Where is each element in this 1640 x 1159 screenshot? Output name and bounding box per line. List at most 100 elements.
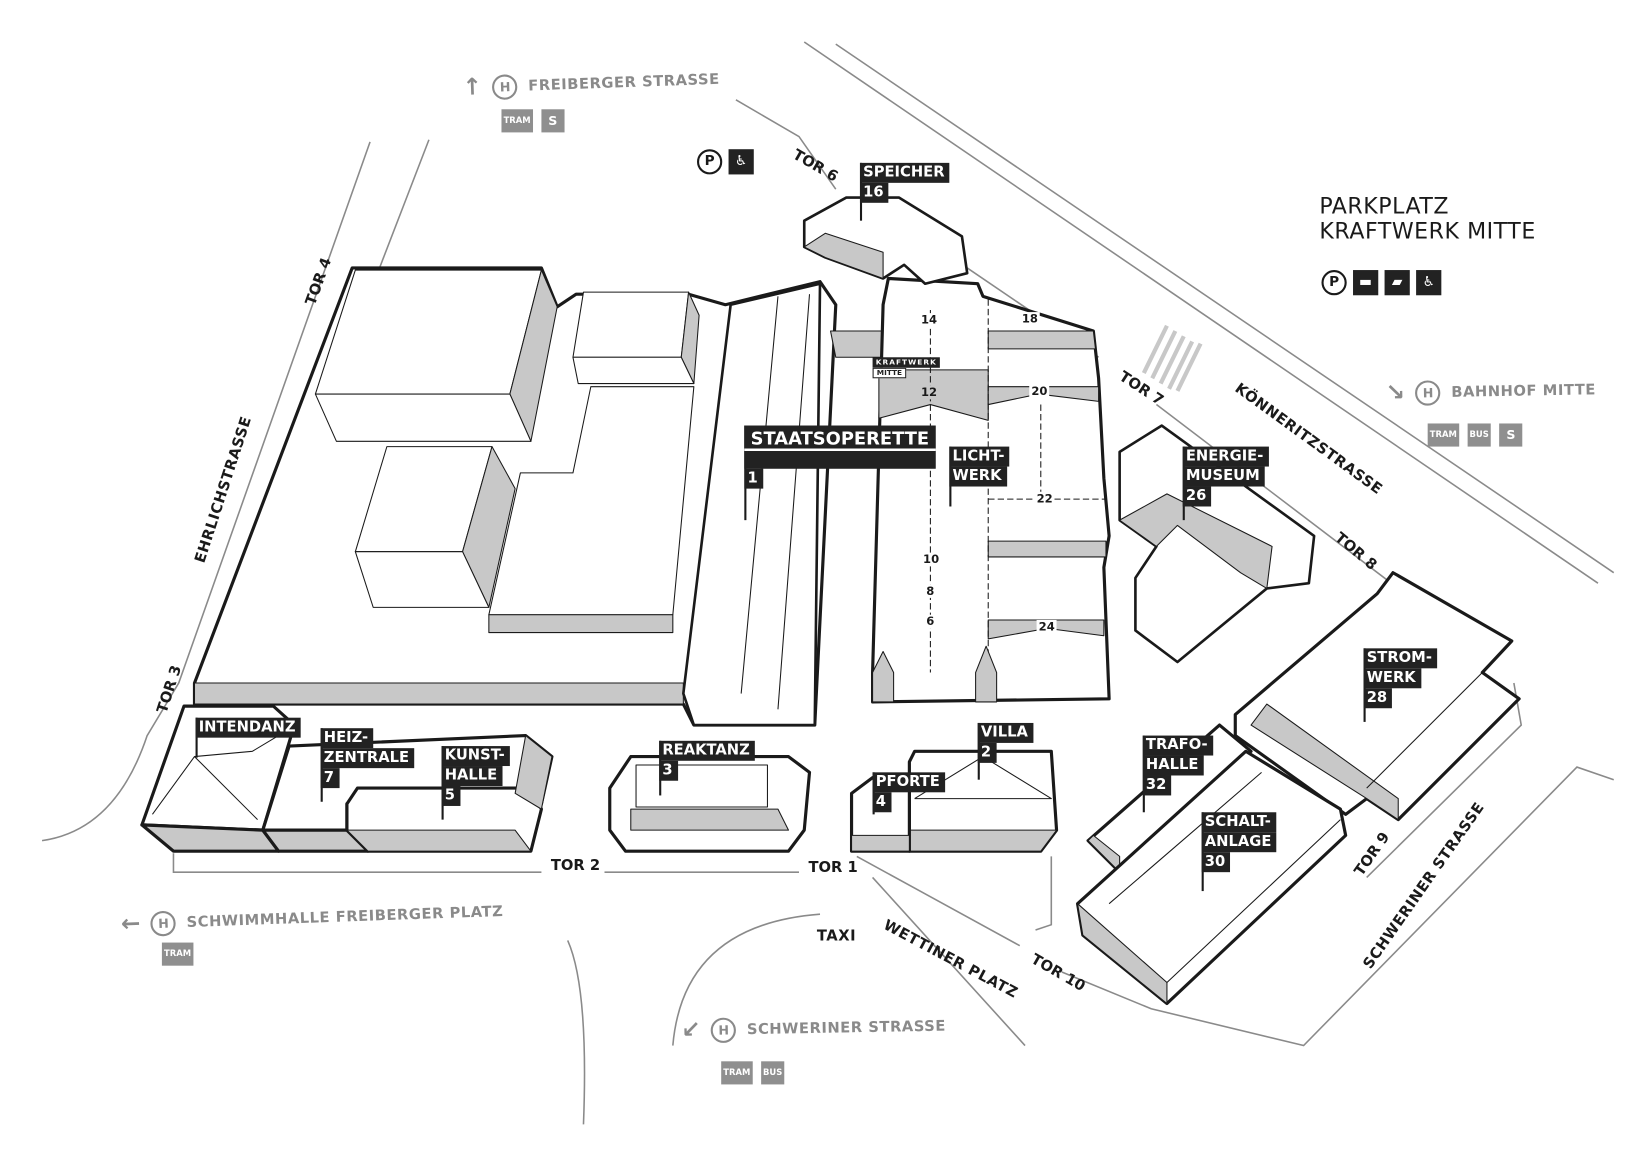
- buildings: [140, 196, 1521, 1006]
- building-name: HEIZ-: [320, 728, 374, 749]
- building-name: ANLAGE: [1201, 832, 1277, 853]
- label-staatsoperette[interactable]: STAATSOPERETTE 1: [744, 425, 936, 521]
- connector: [830, 330, 884, 358]
- room-10: 10: [920, 552, 942, 567]
- bus-icon: ▬: [1353, 270, 1379, 296]
- stop-schweriner-strasse[interactable]: ↙ H SCHWERINER STRASSE: [681, 1014, 946, 1044]
- logo-line-2: MITTE: [872, 367, 907, 379]
- building-number: 2: [977, 742, 997, 763]
- label-energiemuseum[interactable]: ENERGIE- MUSEUM 26: [1182, 446, 1269, 521]
- building-name: WERK: [949, 466, 1007, 487]
- label-reaktanz[interactable]: REAKTANZ 3: [659, 740, 756, 796]
- tram-badge: TRAM: [501, 109, 533, 133]
- stop-modes: TRAM S: [501, 109, 565, 133]
- building-number: 4: [872, 792, 892, 813]
- stop-modes: TRAM BUS S: [1427, 423, 1523, 447]
- tram-badge: TRAM: [161, 942, 194, 966]
- room-6: 6: [924, 614, 937, 629]
- building-name: SPEICHER: [859, 162, 950, 183]
- bus-stop-icon: H: [1415, 380, 1441, 406]
- building-number: 1: [744, 468, 763, 489]
- building-name: TRAFO-: [1142, 735, 1213, 756]
- logo-line-1: KRAFTWERK: [872, 357, 940, 368]
- building-number: 28: [1363, 688, 1393, 709]
- room-24: 24: [1036, 619, 1057, 634]
- arrow-down-left-icon: ↙: [681, 1017, 701, 1044]
- room-12: 12: [918, 385, 940, 400]
- building-number: 30: [1201, 852, 1231, 873]
- parking-icon: P: [697, 149, 723, 175]
- strip-20: [987, 386, 1100, 406]
- block-a-top: [314, 269, 542, 395]
- road-line: [172, 853, 799, 873]
- gate-tor-1: TOR 1: [808, 859, 858, 877]
- tram-badge: TRAM: [1427, 423, 1459, 447]
- stop-name: SCHWERINER STRASSE: [746, 1018, 947, 1039]
- stop-modes: TRAM BUS: [721, 1061, 785, 1085]
- room-8: 8: [924, 584, 937, 598]
- room-20: 20: [1029, 384, 1050, 399]
- building-name: WERK: [1363, 668, 1421, 689]
- stop-bahnhof-mitte[interactable]: ↘ H BAHNHOF MITTE: [1385, 378, 1596, 407]
- road-line: [803, 41, 1599, 584]
- building-number: 7: [320, 768, 340, 789]
- label-trafohalle[interactable]: TRAFO- HALLE 32: [1142, 735, 1213, 813]
- building-name: LICHT-: [949, 446, 1010, 467]
- wheelchair-icon: ♿: [1416, 270, 1442, 296]
- label-heizzentrale[interactable]: HEIZ- ZENTRALE 7: [320, 728, 415, 802]
- kraftwerk-mitte-logo: KRAFTWERK MITTE: [872, 357, 940, 379]
- building-name: ZENTRALE: [320, 748, 415, 769]
- parking-title: PARKPLATZ KRAFTWERK MITTE: [1319, 193, 1535, 243]
- road-line: [871, 876, 1026, 1047]
- label-speicher[interactable]: SPEICHER 16: [859, 162, 950, 221]
- block-d-front: [572, 356, 695, 385]
- label-kunsthalle[interactable]: KUNST- HALLE 5: [441, 746, 510, 820]
- label-intendanz[interactable]: INTENDANZ: [195, 717, 301, 758]
- road-line: [835, 43, 1615, 574]
- road-line: [566, 940, 586, 1125]
- compound-front: [193, 682, 684, 705]
- taxi-label: TAXI: [816, 927, 857, 945]
- bus-badge: BUS: [760, 1061, 785, 1085]
- building-name: MUSEUM: [1182, 466, 1265, 487]
- stop-modes: TRAM: [161, 942, 194, 966]
- top-parking-icons: P ♿: [697, 149, 754, 175]
- label-stromwerk[interactable]: STROM- WERK 28: [1363, 648, 1438, 722]
- car-icon: ▰: [1384, 270, 1410, 296]
- block-c-front: [488, 614, 674, 634]
- building-name: SCHALT-: [1201, 812, 1277, 833]
- bus-stop-icon: H: [150, 910, 177, 937]
- room-14: 14: [918, 313, 940, 327]
- building-name: KUNST-: [441, 746, 510, 767]
- building-name: STROM-: [1363, 648, 1438, 669]
- building-name: HALLE: [441, 766, 503, 786]
- sbahn-badge: S: [541, 109, 565, 133]
- block-d-top: [572, 291, 690, 358]
- road-line: [41, 141, 371, 842]
- front-gable-left: [872, 650, 895, 703]
- front-gable-right: [975, 645, 998, 703]
- building-number: 16: [859, 182, 889, 203]
- block-b-front: [354, 551, 490, 608]
- label-pforte[interactable]: PFORTE 4: [872, 772, 946, 815]
- sbahn-badge: S: [1499, 423, 1523, 447]
- title-line-1: PARKPLATZ: [1319, 193, 1450, 219]
- label-villa[interactable]: VILLA 2: [977, 722, 1034, 780]
- bus-stop-icon: H: [710, 1017, 737, 1044]
- building-name: HALLE: [1142, 755, 1204, 776]
- building-name: REAKTANZ: [659, 740, 756, 761]
- tram-badge: TRAM: [721, 1061, 753, 1085]
- building-number: 5: [441, 785, 461, 806]
- building-number: 3: [659, 760, 678, 781]
- staatsoperette-hall: [682, 282, 822, 727]
- building-name: ENERGIE-: [1182, 446, 1269, 467]
- label-lichtwerk[interactable]: LICHT- WERK: [949, 446, 1010, 507]
- arrow-up-icon: ↑: [462, 74, 483, 102]
- parking-icon: P: [1321, 270, 1347, 296]
- room-18: 18: [1019, 312, 1041, 326]
- title-line-2: KRAFTWERK MITTE: [1319, 218, 1536, 244]
- label-schaltanlage[interactable]: SCHALT- ANLAGE 30: [1201, 812, 1277, 892]
- bus-stop-icon: H: [492, 74, 519, 101]
- strip-18: [987, 330, 1096, 350]
